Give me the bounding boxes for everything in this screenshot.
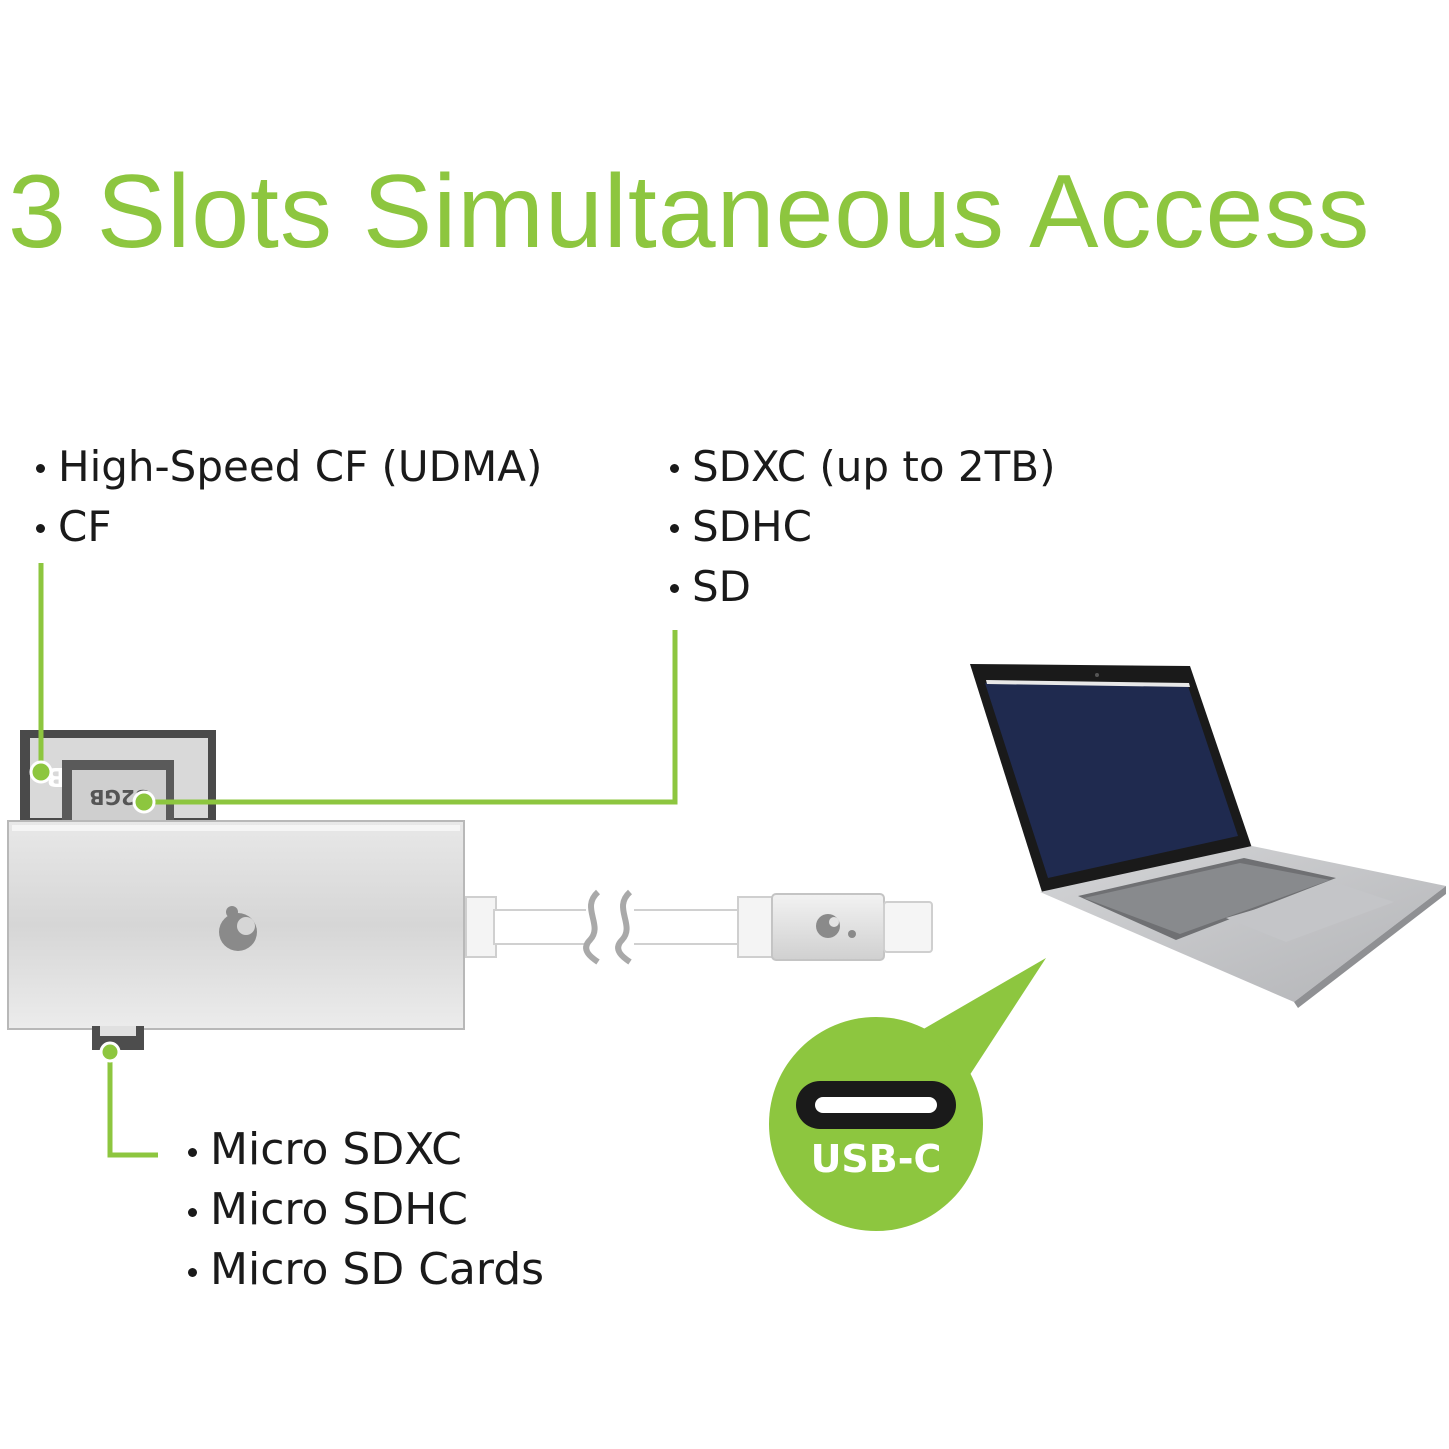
sd-slot-item: SDXC (up to 2TB) <box>666 437 1056 497</box>
sd-card: 32GB <box>62 760 174 822</box>
page-title: 3 Slots Simultaneous Access <box>8 154 1371 270</box>
cf-slot-list: High-Speed CF (UDMA) CF <box>32 437 542 557</box>
microsd-slot-list: Micro SDXC Micro SDHC Micro SD Cards <box>184 1120 544 1300</box>
cf-slot-item: High-Speed CF (UDMA) <box>32 437 542 497</box>
usb-c-label: USB-C <box>810 1137 942 1181</box>
laptop <box>970 664 1446 1008</box>
sd-slot-item: SD <box>666 557 1056 617</box>
brand-logo-icon <box>219 906 257 951</box>
plug-logo-icon <box>816 914 856 938</box>
usb-c-callout <box>769 958 1046 1231</box>
microsd-slot-item: Micro SD Cards <box>184 1240 544 1300</box>
sd-slot-item: SDHC <box>666 497 1056 557</box>
callout-lines <box>29 563 678 1158</box>
usb-c-plug <box>771 893 933 961</box>
sd-slot-list: SDXC (up to 2TB) SDHC SD <box>666 437 1056 617</box>
card-reader <box>7 820 465 1050</box>
microsd-slot-item: Micro SDHC <box>184 1180 544 1240</box>
cf-slot-item: CF <box>32 497 542 557</box>
usb-cable <box>465 889 773 965</box>
microsd-slot-item: Micro SDXC <box>184 1120 544 1180</box>
